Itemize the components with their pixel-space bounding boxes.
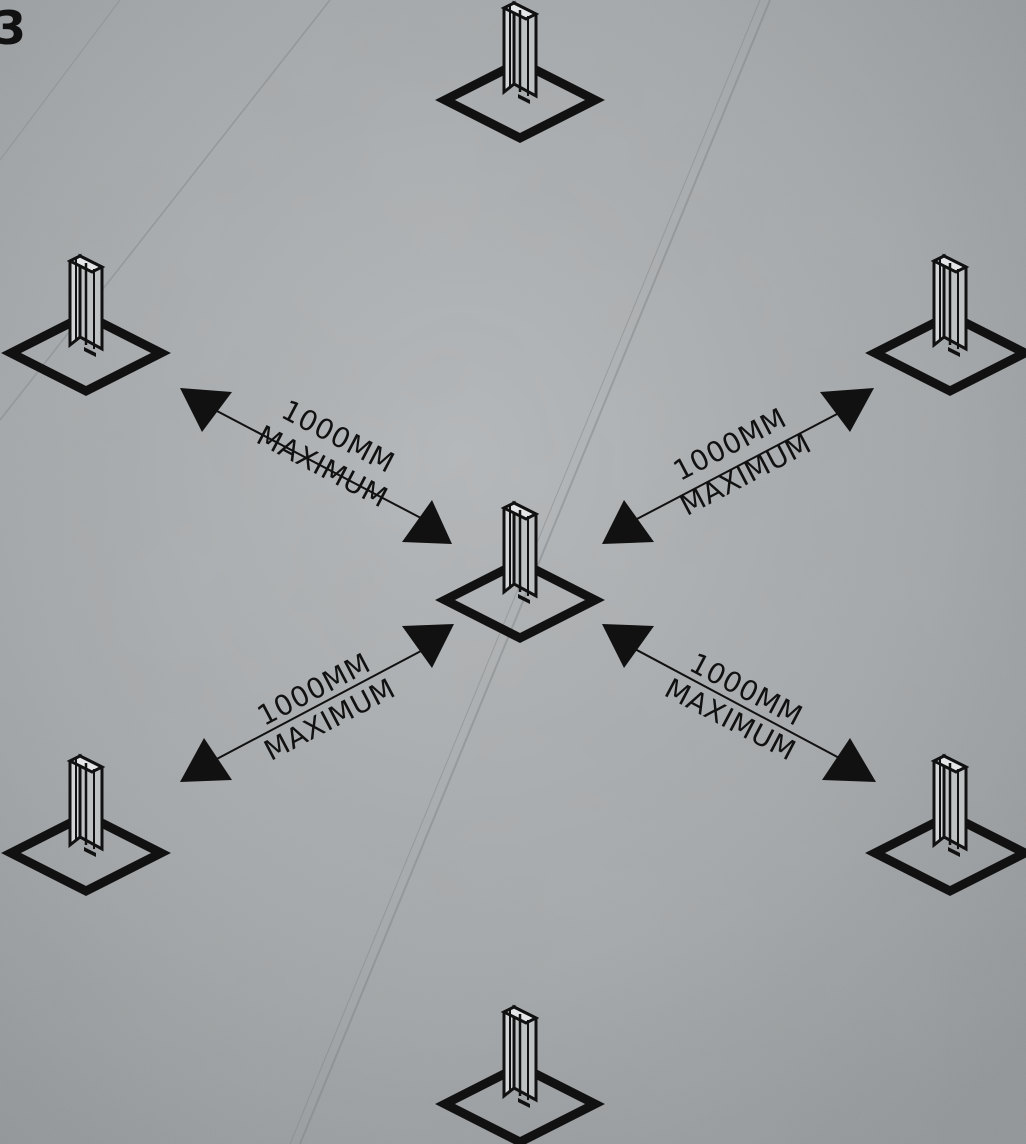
arrowhead-end	[822, 738, 876, 782]
arrowhead-end	[820, 388, 874, 432]
arrowhead-start	[602, 500, 654, 544]
dimension-line	[617, 639, 859, 769]
step-number: 3	[0, 1, 26, 55]
dimension-line	[615, 402, 859, 531]
dimension-line	[195, 641, 439, 771]
dimension-line	[195, 399, 439, 528]
arrowhead-start	[180, 738, 232, 782]
arrowhead-start	[180, 388, 232, 432]
arrowhead-start	[602, 624, 654, 668]
arrowhead-end	[402, 500, 452, 544]
arrowhead-end	[402, 624, 454, 668]
